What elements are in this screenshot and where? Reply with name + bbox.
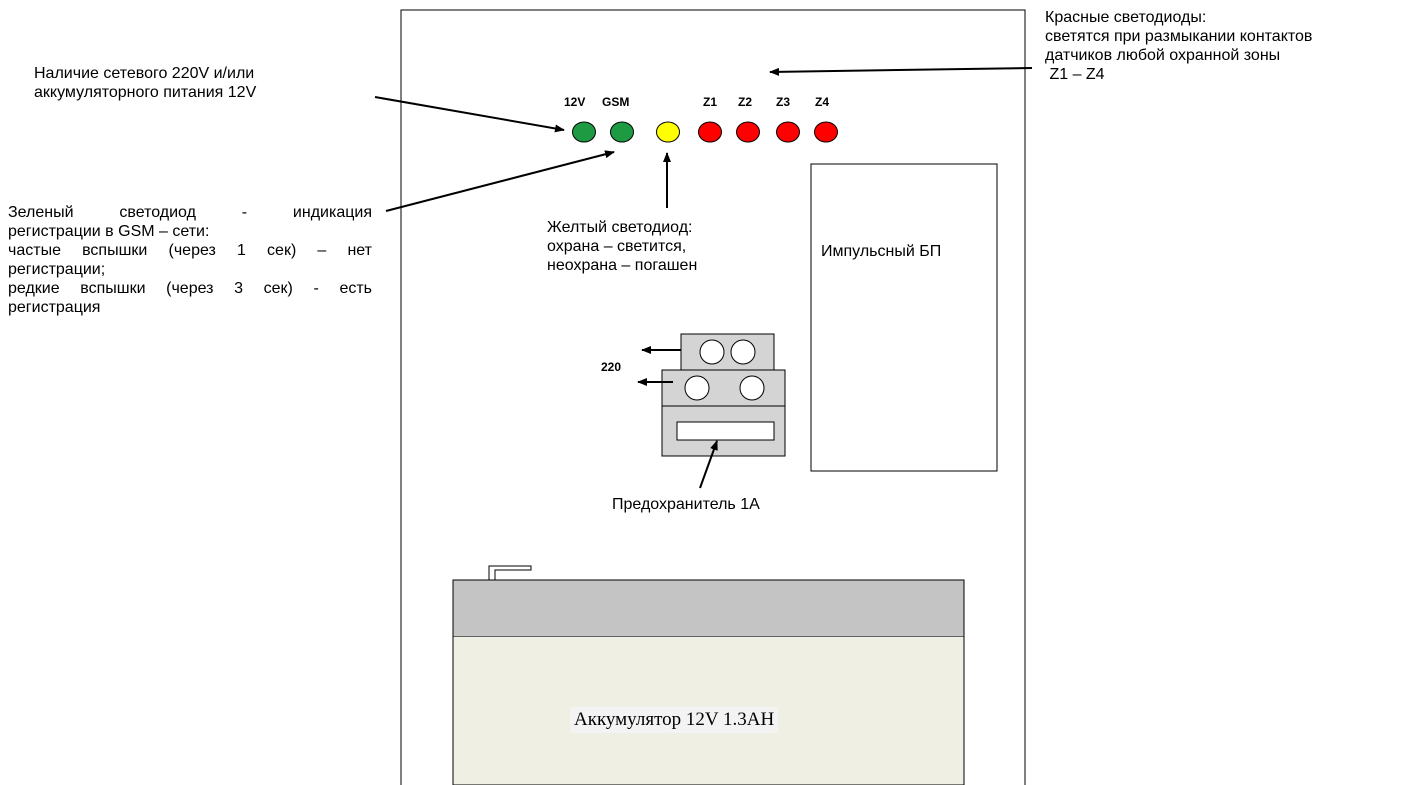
led-red-z3 (776, 121, 800, 143)
annotation-line: неохрана – погашен (547, 257, 698, 274)
led-label-12v: 12V (564, 95, 586, 109)
battery-terminal (488, 565, 532, 580)
annotation-line: Красные светодиоды: (1045, 9, 1207, 26)
terminal-screw (730, 339, 756, 365)
terminal-upper (680, 333, 775, 371)
annotation-line: редкие вспышки (через 3 сек) - есть (8, 280, 372, 297)
annotation-line: Зеленый светодиод - индикация (8, 204, 372, 221)
arrow-fuse (699, 440, 718, 489)
mains-220-label: 220 (601, 360, 622, 374)
yellow-led-annotation: Желтый светодиод: охрана – светится, нео… (547, 218, 697, 275)
led-label-gsm: GSM (602, 95, 630, 109)
terminal-screw (739, 375, 765, 401)
annotation-line: регистрации; (8, 261, 106, 278)
battery-label: Аккумулятор 12V 1.3АН (570, 707, 779, 733)
annotation-line: Z1 – Z4 (1045, 66, 1105, 83)
led-green-gsm (610, 121, 634, 143)
psu-module (810, 163, 998, 472)
led-red-z2 (736, 121, 760, 143)
arrow-red (769, 67, 1033, 76)
annotation-line: датчиков любой охранной зоны (1045, 47, 1281, 64)
led-label-z4: Z4 (815, 95, 830, 109)
annotation-line: светятся при размыкании контактов (1045, 28, 1313, 45)
annotation-line: регистрация (8, 299, 101, 316)
led-red-z4 (814, 121, 838, 143)
annotation-line: охрана – светится, (547, 238, 687, 255)
arrow-power (374, 96, 565, 133)
led-label-z1: Z1 (703, 95, 718, 109)
enclosure-outline (400, 9, 1026, 785)
annotation-line: Наличие сетевого 220V и/или (34, 65, 255, 82)
fuse-slot (676, 421, 775, 441)
red-led-annotation: Красные светодиоды: светятся при размыка… (1045, 8, 1312, 84)
battery (452, 565, 965, 785)
terminal-screw (684, 375, 710, 401)
terminal-block (661, 333, 786, 457)
psu-label: Импульсный БП (821, 243, 942, 260)
power-annotation: Наличие сетевого 220V и/или аккумуляторн… (34, 64, 256, 102)
annotation-line: Предохранитель 1А (612, 496, 760, 513)
led-yellow-status (656, 121, 680, 143)
terminal-screw (699, 339, 725, 365)
gsm-annotation: Зеленый светодиод - индикация регистраци… (8, 203, 372, 317)
annotation-line: Желтый светодиод: (547, 219, 693, 236)
led-red-z1 (698, 121, 722, 143)
led-green-12v (572, 121, 596, 143)
battery-top (452, 579, 965, 638)
led-row (572, 121, 838, 143)
led-label-z2: Z2 (738, 95, 753, 109)
arrow-gsm (385, 150, 615, 212)
fuse-annotation: Предохранитель 1А (612, 495, 760, 514)
annotation-line: регистрации в GSM – сети: (8, 223, 210, 240)
callout-arrows (374, 67, 1033, 489)
terminal-lower (661, 369, 786, 407)
annotation-line: частые вспышки (через 1 сек) – нет (8, 242, 372, 259)
led-label-z3: Z3 (776, 95, 791, 109)
annotation-line: аккумуляторного питания 12V (34, 84, 257, 101)
